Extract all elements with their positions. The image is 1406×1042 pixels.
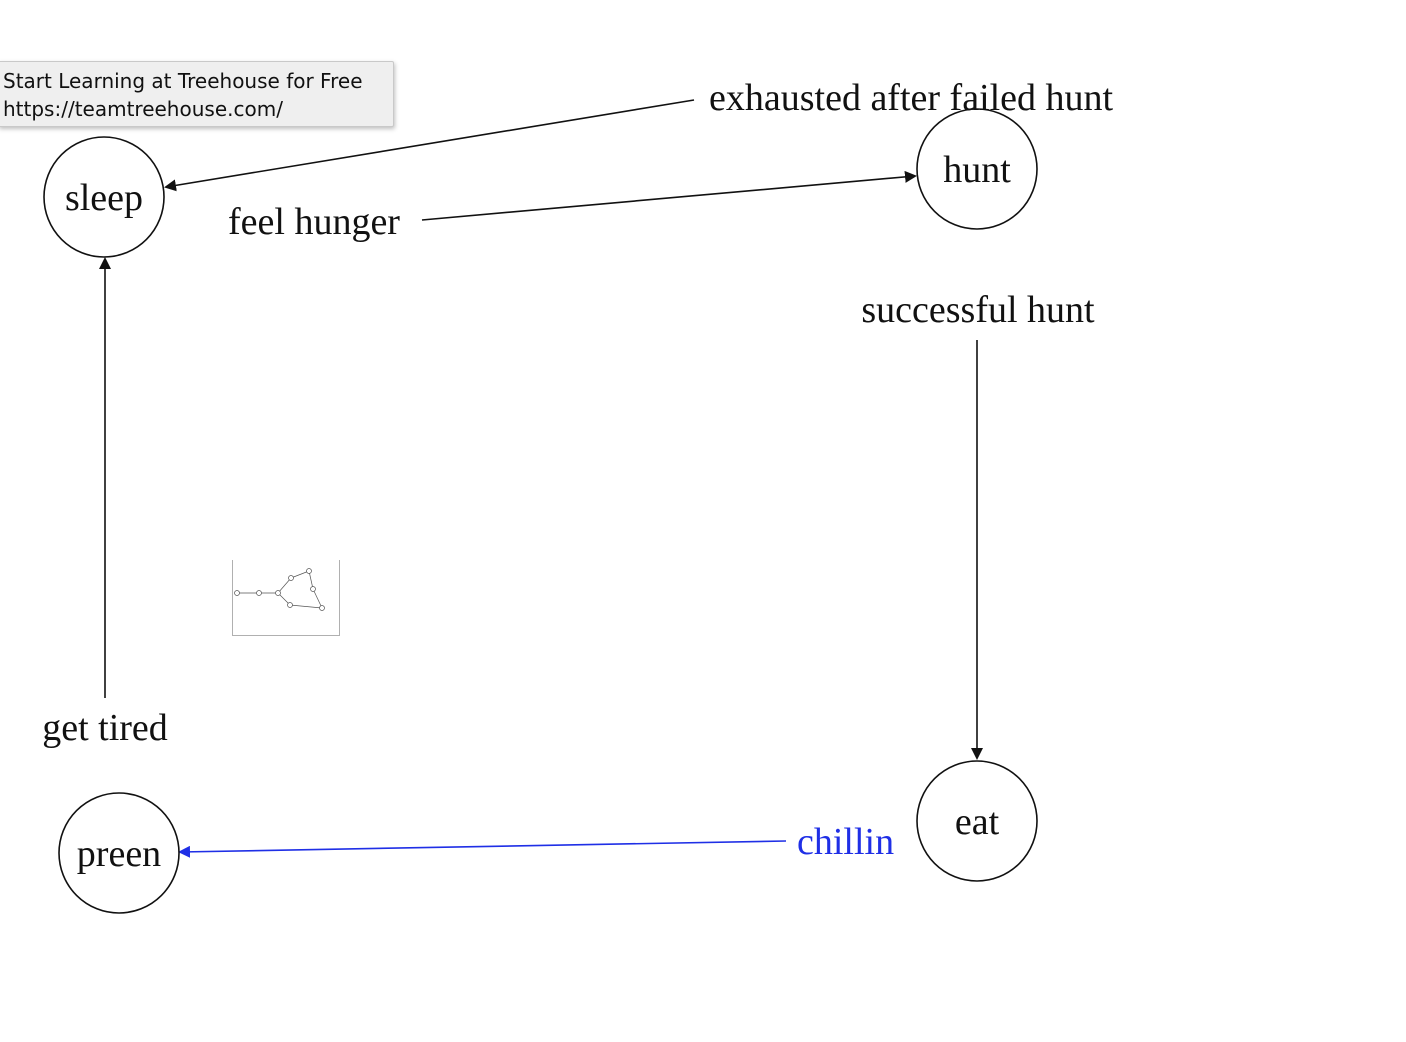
tooltip-url: https://teamtreehouse.com/ (3, 97, 283, 121)
node-hunt[interactable]: hunt (916, 108, 1038, 230)
link-tooltip: Start Learning at Treehouse for Free htt… (0, 61, 394, 127)
tooltip-title: Start Learning at Treehouse for Free (3, 69, 363, 93)
node-preen[interactable]: preen (58, 792, 180, 914)
node-preen-label: preen (77, 833, 161, 875)
edge-label-exhausted-after-failed-hunt[interactable]: exhausted after failed hunt (709, 77, 1114, 119)
edge-feel-hunger-to-hunt[interactable] (421, 170, 917, 221)
graph-overview-icon (234, 568, 325, 611)
edge-exhausted-to-sleep[interactable] (164, 99, 695, 192)
edge-label-chillin[interactable]: chillin (797, 821, 894, 863)
edge-label-successful-hunt[interactable]: successful hunt (861, 289, 1095, 331)
node-hunt-label: hunt (943, 149, 1011, 191)
edge-label-feel-hunger[interactable]: feel hunger (228, 201, 400, 243)
node-sleep-label: sleep (65, 177, 143, 219)
node-eat-label: eat (955, 801, 1000, 843)
graph-overview-thumbnail[interactable] (232, 560, 340, 636)
node-sleep[interactable]: sleep (43, 136, 165, 258)
edge-label-get-tired[interactable]: get tired (42, 707, 168, 749)
node-eat[interactable]: eat (916, 760, 1038, 882)
edge-chillin-to-preen[interactable] (178, 840, 787, 858)
